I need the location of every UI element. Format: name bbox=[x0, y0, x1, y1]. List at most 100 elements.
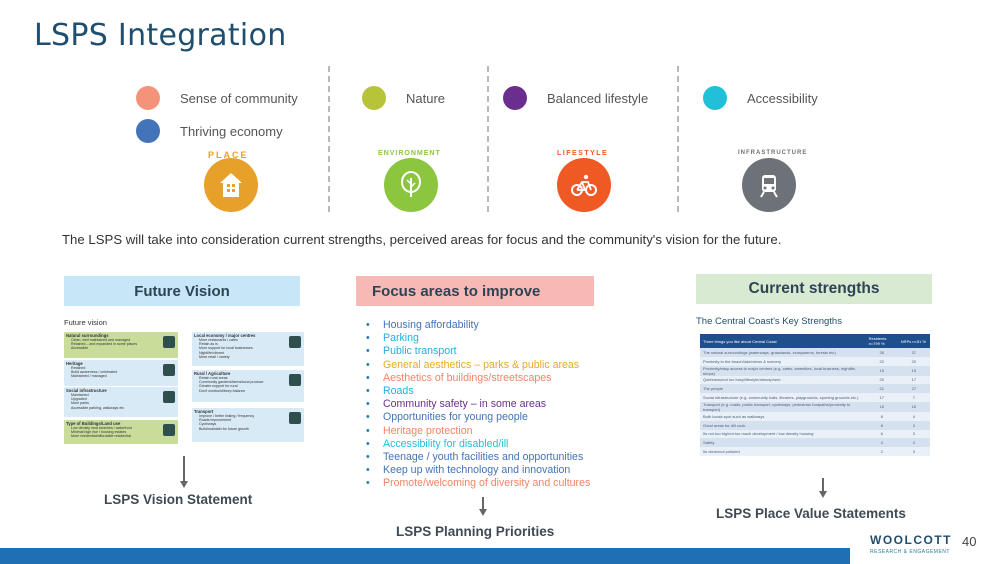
strengths-table-header: Three things you like about Central Coas… bbox=[700, 334, 930, 348]
table-cell: 35 bbox=[865, 348, 898, 357]
badge-word: INFRASTRUCTURE bbox=[738, 150, 808, 156]
house-icon bbox=[163, 424, 175, 436]
focus-area-item: Promote/welcoming of diversity and cultu… bbox=[366, 477, 590, 490]
focus-area-item: Accessibility for disabled/ill bbox=[366, 438, 590, 451]
table-cell: Transport (e.g. roads, public transport,… bbox=[700, 401, 866, 412]
table-cell: 16 bbox=[897, 401, 930, 412]
future-vision-box-line: Improve / better linking / frequency bbox=[199, 414, 255, 418]
heritage-icon bbox=[163, 364, 175, 376]
table-cell: 27 bbox=[897, 384, 930, 394]
divider-1 bbox=[328, 66, 330, 212]
table-row: Transport (e.g. roads, public transport,… bbox=[700, 401, 930, 412]
arrow-line bbox=[183, 456, 185, 482]
future-vision-box-title: Natural surroundings bbox=[66, 333, 109, 338]
future-vision-box-line: Retain rural areas bbox=[199, 376, 228, 380]
future-vision-box-line: More parks bbox=[71, 401, 89, 406]
legend-item-nature: Nature bbox=[362, 86, 445, 110]
future-vision-box-title: Social infrastructure bbox=[66, 388, 107, 393]
legend-dot bbox=[362, 86, 386, 110]
focus-area-item: General aesthetics – parks & public area… bbox=[366, 359, 590, 372]
table-cell: Quietness/not too busy/lifestyle/atmosph… bbox=[700, 375, 866, 385]
table-cell: 20 bbox=[897, 356, 930, 366]
table-cell: The natural surroundings (waterways, gra… bbox=[700, 348, 866, 357]
divider-3 bbox=[677, 66, 679, 212]
future-vision-box-line: Retained bbox=[71, 366, 86, 370]
legend-label: Sense of community bbox=[180, 90, 298, 106]
table-cell: 8 bbox=[865, 420, 898, 430]
table-cell: Its clean/not polluted bbox=[700, 447, 866, 456]
tree-icon bbox=[401, 171, 421, 197]
table-header-cell: NRPs n=51 % bbox=[897, 334, 930, 348]
footer-bar bbox=[0, 548, 850, 564]
train-icon bbox=[289, 412, 301, 424]
table-cell: 8 bbox=[865, 411, 898, 421]
place-value-statements-label: LSPS Place Value Statements bbox=[716, 506, 906, 521]
badge-circle bbox=[384, 158, 438, 212]
arrow-head bbox=[819, 491, 827, 498]
woolcott-logo-subtitle: RESEARCH & ENGAGEMENT bbox=[870, 549, 950, 555]
tree-icon bbox=[163, 336, 175, 348]
table-cell: 21 bbox=[865, 384, 898, 394]
future-vision-box-line: Cycleways bbox=[199, 422, 217, 427]
future-vision-box-line: More support for local businesses bbox=[199, 346, 253, 351]
future-vision-box-title: Rural / Agriculture bbox=[194, 371, 231, 376]
table-cell: 3 bbox=[865, 438, 898, 448]
future-vision-box-line: Upgraded bbox=[71, 397, 87, 402]
future-vision-box-line: More retail / variety bbox=[199, 354, 230, 359]
future-vision-box-line: Clean, well maintained and managed bbox=[71, 338, 131, 342]
slide-title: LSPS Integration bbox=[34, 18, 287, 53]
future-vision-box-line: Retained – and expanded in some places bbox=[71, 342, 138, 347]
future-vision-box-line: Retain as is bbox=[199, 342, 218, 347]
badge-circle bbox=[204, 158, 258, 212]
focus-area-item: Public transport bbox=[366, 345, 590, 358]
future-vision-box-title: Heritage bbox=[66, 361, 83, 366]
legend-label: Accessibility bbox=[747, 90, 818, 106]
legend-item-thriving-economy: Thriving economy bbox=[136, 119, 283, 143]
future-vision-box-line: Minimal high rise / housing estates bbox=[71, 430, 127, 435]
table-cell: 37 bbox=[897, 348, 930, 357]
arrow-line bbox=[482, 497, 484, 510]
table-cell: 2 bbox=[897, 438, 930, 448]
future-vision-box-title: Type of Buildings/Land use bbox=[66, 421, 121, 426]
future-vision-box-line: Build/maintain for future growth bbox=[199, 426, 249, 431]
table-cell: 2 bbox=[865, 447, 898, 456]
focus-areas-heading: Focus areas to improve bbox=[356, 276, 594, 306]
future-vision-box-line: Low density near beaches / waterfront bbox=[71, 426, 132, 430]
table-cell: 22 bbox=[865, 356, 898, 366]
table-cell: Social infrastructure (e.g. community ha… bbox=[700, 393, 866, 402]
future-vision-box-line: Maintained bbox=[71, 393, 89, 397]
legend-dot bbox=[503, 86, 527, 110]
cow-icon bbox=[289, 374, 301, 386]
table-cell: Its not too big/not too much development… bbox=[700, 429, 866, 439]
intro-text: The LSPS will take into consideration cu… bbox=[62, 232, 782, 247]
table-cell: Good areas for dill cook bbox=[700, 420, 866, 430]
planning-priorities-label: LSPS Planning Priorities bbox=[396, 524, 555, 539]
arrow-head bbox=[479, 509, 487, 516]
table-cell: 20 bbox=[865, 375, 898, 385]
legend-dot bbox=[136, 119, 160, 143]
legend-label: Balanced lifestyle bbox=[547, 90, 649, 106]
table-row: Its not too big/not too much development… bbox=[700, 429, 930, 439]
legend-item-sense-of-community: Sense of community bbox=[136, 86, 298, 110]
legend-item-balanced-lifestyle: Balanced lifestyle bbox=[503, 86, 648, 110]
legend-label: Thriving economy bbox=[180, 123, 283, 139]
focus-area-item: Keep up with technology and innovation bbox=[366, 464, 590, 477]
people-icon bbox=[163, 391, 175, 403]
arrow-line bbox=[822, 478, 824, 492]
future-vision-box-line: Build awareness / celebrated bbox=[71, 370, 118, 375]
future-vision-box-title: Local economy / major centres bbox=[194, 333, 256, 338]
badge-word: LIFESTYLE bbox=[557, 150, 609, 157]
table-row: The natural surroundings (waterways, gra… bbox=[700, 348, 930, 357]
focus-area-item: Roads bbox=[366, 385, 590, 398]
legend-label: Nature bbox=[406, 90, 446, 106]
table-cell: 15 bbox=[865, 365, 898, 376]
